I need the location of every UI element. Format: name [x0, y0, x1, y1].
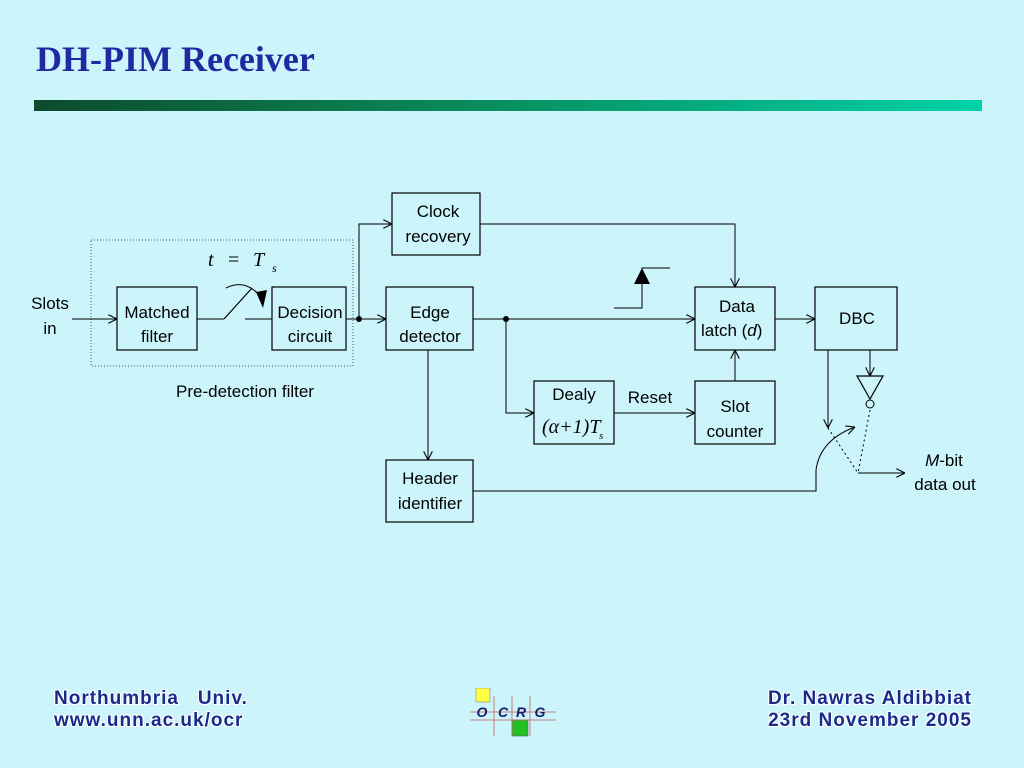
sampling-switch	[223, 287, 253, 320]
footer-author: Dr. Nawras Aldibbiat 23rd November 2005	[768, 688, 972, 732]
footer-university-name: Northumbria Univ.	[54, 688, 248, 709]
output-selector-switch	[815, 427, 855, 471]
predetection-filter-label: Pre-detection filter	[176, 382, 314, 401]
ocrg-logo: O C R G	[470, 688, 556, 737]
svg-text:=: =	[228, 249, 239, 271]
decision-circuit-label-2: circuit	[288, 327, 333, 346]
logo-letter-c: C	[498, 704, 509, 720]
footer-university: Northumbria Univ. www.unn.ac.uk/ocr	[54, 688, 248, 732]
clock-recovery-label-2: recovery	[405, 227, 471, 246]
mbit-output-label: M-bit	[925, 451, 963, 470]
edge-trigger-symbol	[614, 267, 670, 309]
dbc-block	[814, 286, 898, 351]
data-latch-label-2: latch (d)	[701, 321, 762, 340]
matched-filter-label: Matched	[124, 303, 189, 322]
delay-formula: (α+1)T	[542, 416, 602, 438]
slot-counter-label-2: counter	[707, 422, 764, 441]
decision-circuit-label: Decision	[277, 303, 342, 322]
dbc-label: DBC	[839, 309, 875, 328]
footer-author-name: Dr. Nawras Aldibbiat	[767, 688, 972, 709]
delay-label: Dealy	[552, 385, 596, 404]
footer-date: 23rd November 2005	[768, 710, 972, 731]
delay-formula-subscript: s	[599, 430, 603, 442]
slots-in-label: Slots	[31, 294, 69, 313]
edge-detector-label-2: detector	[399, 327, 461, 346]
slots-in-label-2: in	[43, 319, 56, 338]
svg-text:T: T	[253, 249, 266, 271]
data-latch-label: Data	[719, 297, 755, 316]
clock-recovery-label: Clock	[417, 202, 460, 221]
matched-filter-label-2: filter	[141, 327, 173, 346]
svg-text:s: s	[272, 261, 277, 275]
page-title: DH-PIM Receiver	[36, 39, 315, 79]
title-underline	[34, 100, 982, 111]
header-identifier-label-2: identifier	[398, 494, 463, 513]
sampling-time-label: t = T s	[208, 249, 277, 275]
logo-letter-o: O	[477, 704, 488, 720]
logo-letter-g: G	[535, 704, 546, 720]
logo-letter-r: R	[516, 704, 527, 720]
inverter-symbol	[855, 375, 885, 401]
header-identifier-label: Header	[402, 469, 458, 488]
edge-detector-label: Edge	[410, 303, 450, 322]
footer-website: www.unn.ac.uk/ocr	[54, 710, 244, 731]
predetection-filter-boundary	[90, 239, 354, 367]
svg-text:t: t	[208, 249, 214, 271]
reset-label: Reset	[628, 388, 673, 407]
mbit-output-label-2: data out	[914, 475, 976, 494]
slot-counter-label: Slot	[720, 397, 750, 416]
